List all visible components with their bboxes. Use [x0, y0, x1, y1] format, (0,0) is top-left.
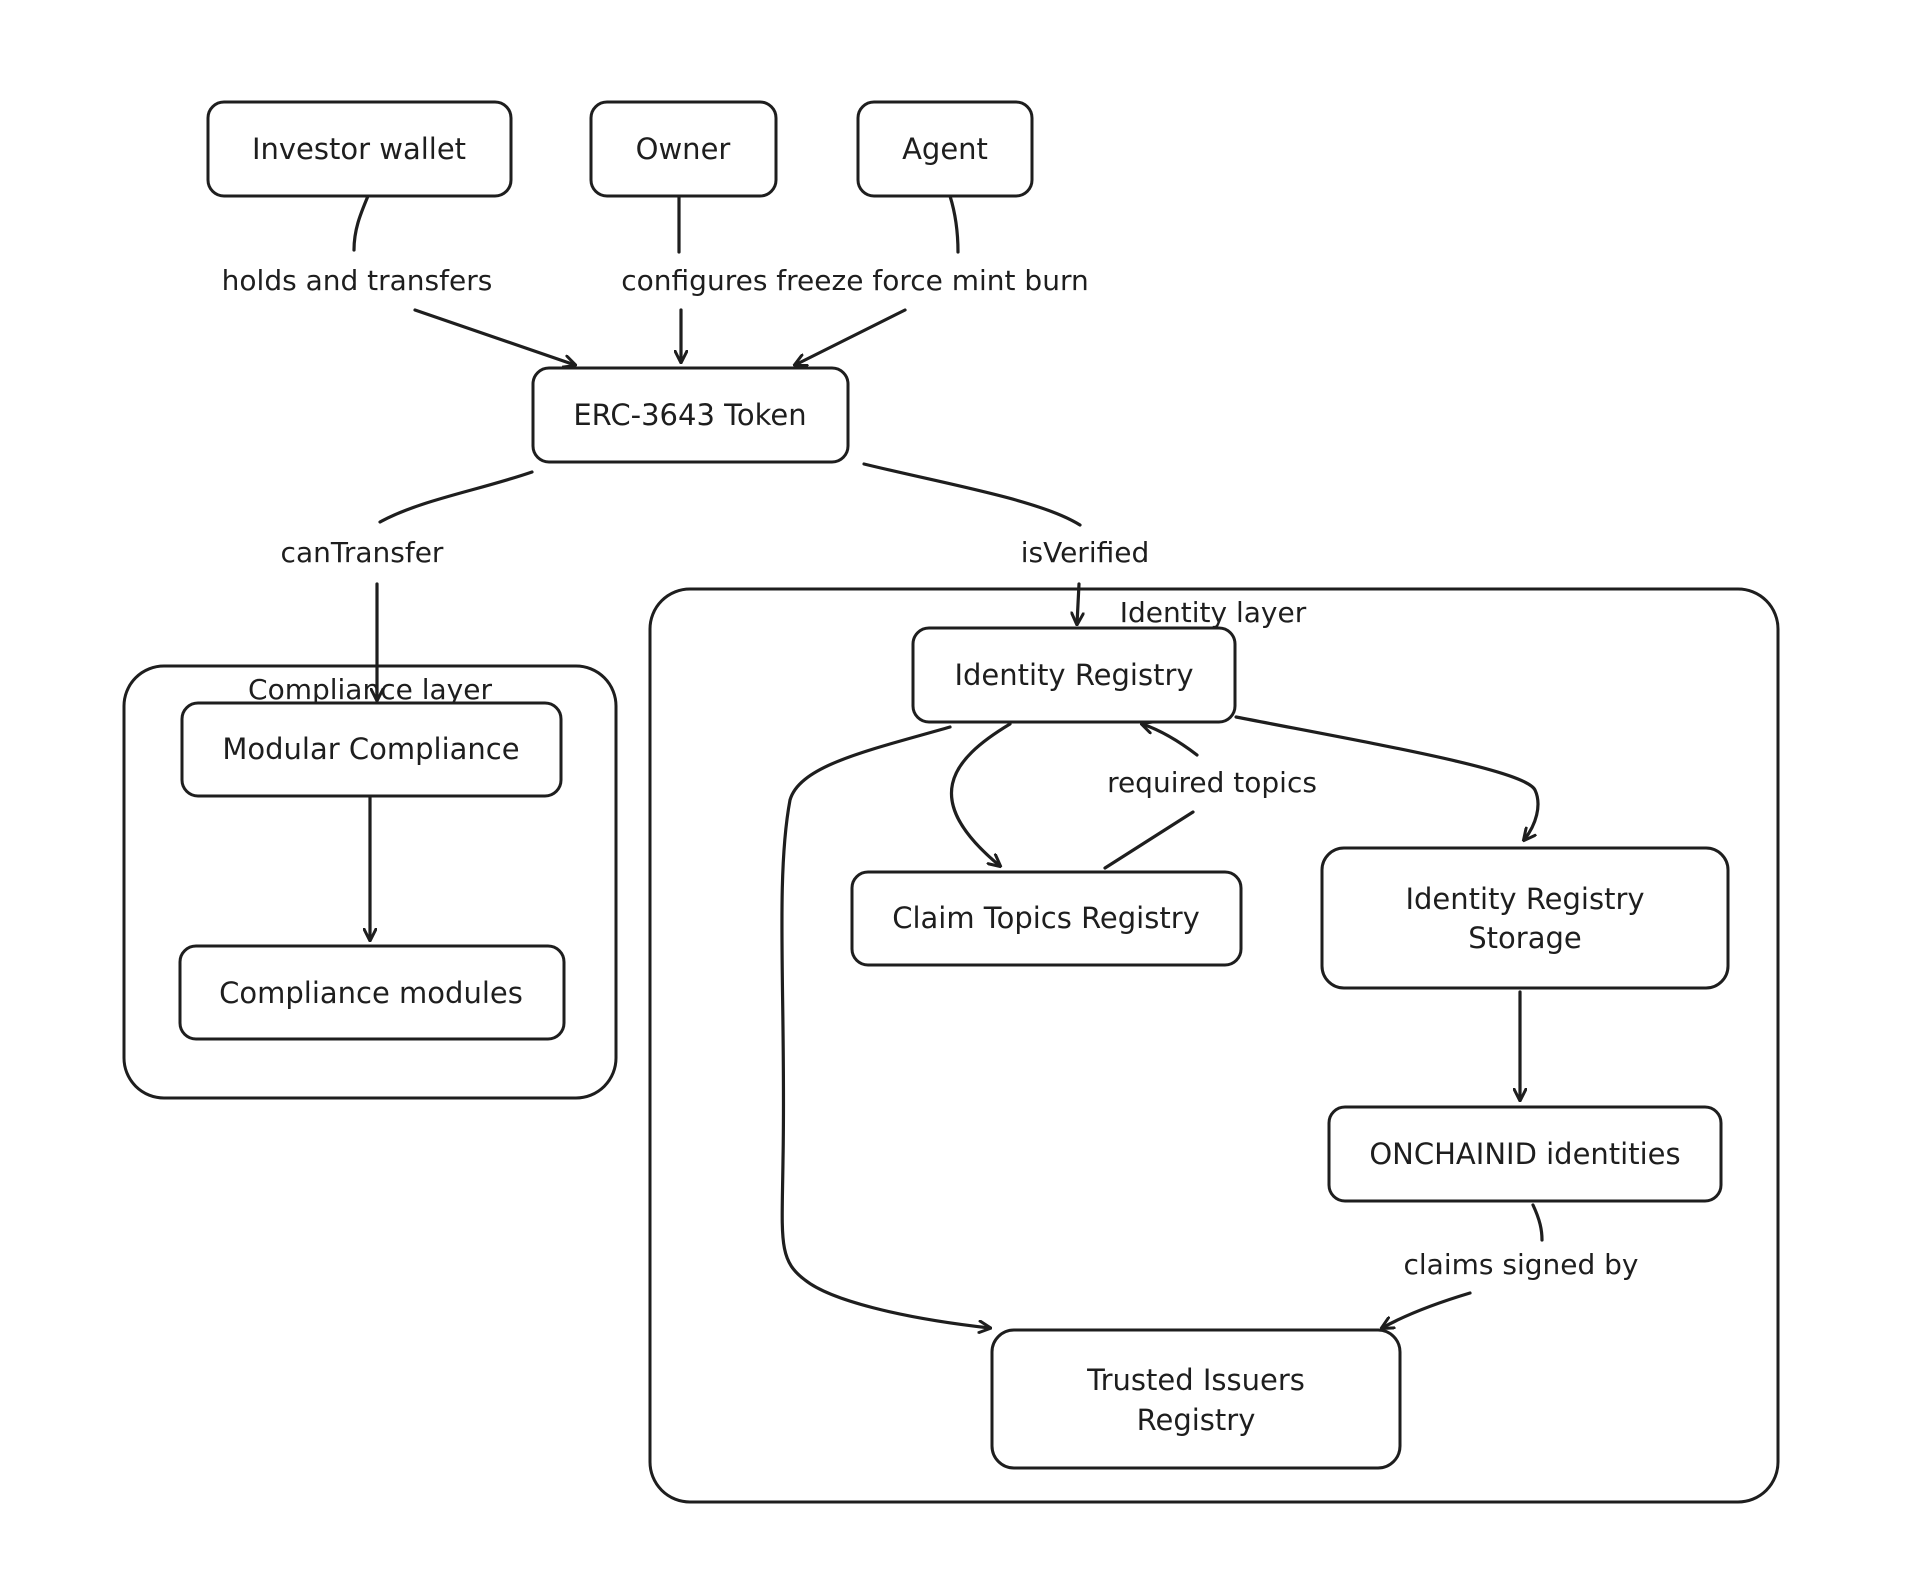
edge-identity-to-storage	[1234, 715, 1540, 840]
edge-investor-to-token	[413, 308, 575, 365]
node-claim-topics-registry: Claim Topics Registry	[850, 870, 1243, 967]
node-agent: Agent	[856, 100, 1034, 198]
node-modular-compliance: Modular Compliance	[180, 701, 563, 798]
is-verified-label: isVerified	[1021, 536, 1150, 569]
edge-onchainid-bottom	[1531, 1203, 1544, 1242]
node-onchainid-identities: ONCHAINID identities	[1327, 1105, 1723, 1203]
identity-registry-storage-label-line2: Storage	[1468, 921, 1581, 955]
required-topics-label: required topics	[1107, 766, 1317, 799]
edge-claim-topics-to-identity	[1142, 724, 1199, 757]
compliance-layer-label: Compliance layer	[248, 673, 492, 706]
modular-compliance-label: Modular Compliance	[222, 732, 519, 766]
investor-wallet-label: Investor wallet	[252, 132, 466, 166]
claims-signed-by-label: claims signed by	[1403, 1248, 1638, 1281]
node-erc3643-token: ERC-3643 Token	[531, 366, 850, 464]
identity-registry-storage-label-line1: Identity Registry	[1405, 882, 1644, 916]
node-identity-registry-storage: Identity Registry Storage	[1320, 846, 1730, 990]
edge-identity-to-trusted-issuers	[780, 725, 990, 1328]
edge-token-to-identity-registry	[1077, 582, 1079, 624]
edges: holds and transfers configures freeze fo…	[222, 194, 1639, 1328]
edge-investor-top	[352, 194, 370, 252]
edge-onchainid-to-trusted-issuers	[1382, 1291, 1472, 1328]
edge-identity-to-claim-topics	[950, 722, 1012, 866]
compliance-modules-label: Compliance modules	[219, 976, 523, 1010]
node-owner: Owner	[589, 100, 778, 198]
node-identity-registry: Identity Registry	[911, 626, 1237, 724]
trusted-issuers-registry-label-line1: Trusted Issuers	[1086, 1363, 1305, 1397]
owner-label: Owner	[636, 132, 731, 166]
trusted-issuers-registry-label-line2: Registry	[1137, 1403, 1256, 1437]
edge-claim-topics-bottom	[1103, 810, 1195, 870]
node-compliance-modules: Compliance modules	[178, 944, 566, 1041]
identity-layer-label: Identity layer	[1120, 596, 1307, 629]
agent-label: Agent	[902, 132, 988, 166]
edge-agent-top	[948, 194, 960, 254]
identity-registry-label: Identity Registry	[954, 658, 1193, 692]
onchainid-identities-label: ONCHAINID identities	[1369, 1137, 1680, 1171]
identity-layer-group: Identity layer	[648, 587, 1780, 1504]
edge-token-compliance-top	[378, 470, 534, 524]
holds-and-transfers-label: holds and transfers	[222, 264, 493, 297]
claim-topics-registry-label: Claim Topics Registry	[892, 901, 1200, 935]
token-label: ERC-3643 Token	[573, 398, 806, 432]
node-trusted-issuers-registry: Trusted Issuers Registry	[990, 1328, 1402, 1470]
edge-agent-to-token	[795, 308, 907, 365]
edge-token-identity-top	[862, 462, 1082, 527]
owner-agent-actions-label: configures freeze force mint burn	[621, 264, 1088, 297]
node-investor-wallet: Investor wallet	[206, 100, 513, 198]
can-transfer-label: canTransfer	[281, 536, 444, 569]
